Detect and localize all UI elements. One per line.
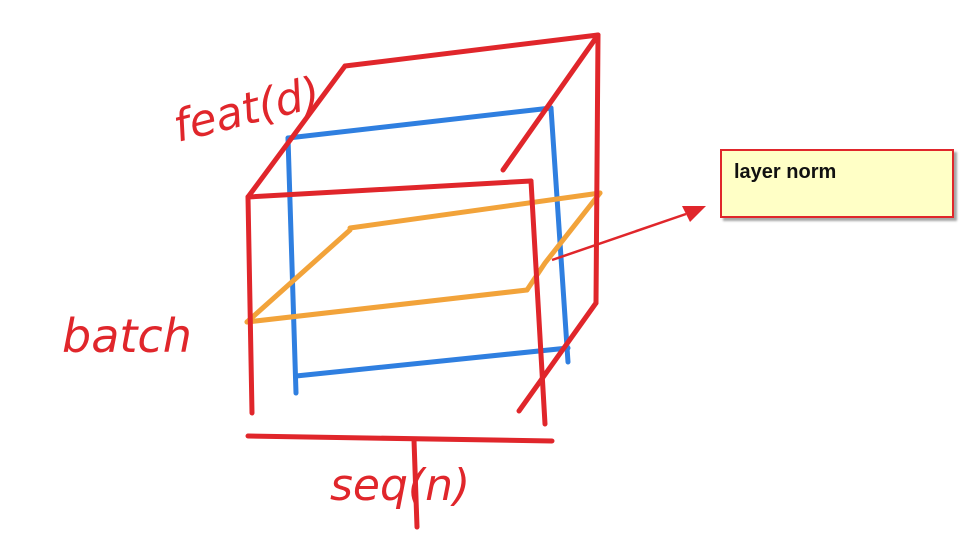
seq-axis-tick: [411, 437, 420, 530]
callout-arrow: [551, 206, 706, 262]
batch-slice-right-edge: [548, 105, 571, 365]
cube-front-bottom-edge: [245, 433, 555, 444]
layer-norm-callout-text: layer norm: [734, 161, 837, 183]
cube-top-right-edge: [500, 32, 601, 173]
cube-front-top-edge: [245, 178, 534, 200]
cube-top-left-edge: [245, 63, 348, 200]
batch-slice-left-edge: [285, 135, 299, 396]
tensor-cube: [245, 32, 601, 530]
cube-back-right-edge: [593, 32, 601, 306]
norm-plane-front-edge: [244, 287, 530, 325]
cube-back-top-edge: [342, 32, 601, 69]
norm-plane-right-edge: [524, 190, 603, 293]
callout-arrow-line: [551, 212, 687, 262]
callout-arrowhead: [682, 206, 706, 222]
seq-axis-label: seq(n): [330, 460, 470, 511]
batch-axis-label: batch: [62, 309, 192, 363]
layer-norm-plane: [244, 190, 603, 325]
batch-slice: [285, 105, 571, 396]
cube-bottom-right-edge: [516, 300, 599, 414]
batch-slice-top-edge: [285, 105, 554, 141]
layer-norm-callout: layer norm: [720, 149, 954, 218]
feature-axis-label: feat(d): [168, 67, 325, 153]
batch-slice-bottom-edge: [293, 345, 571, 379]
cube-front-left-edge: [245, 194, 255, 416]
norm-plane-left-edge: [244, 227, 353, 325]
cube-front-right-edge: [528, 178, 548, 427]
norm-plane-back-edge: [347, 190, 603, 231]
